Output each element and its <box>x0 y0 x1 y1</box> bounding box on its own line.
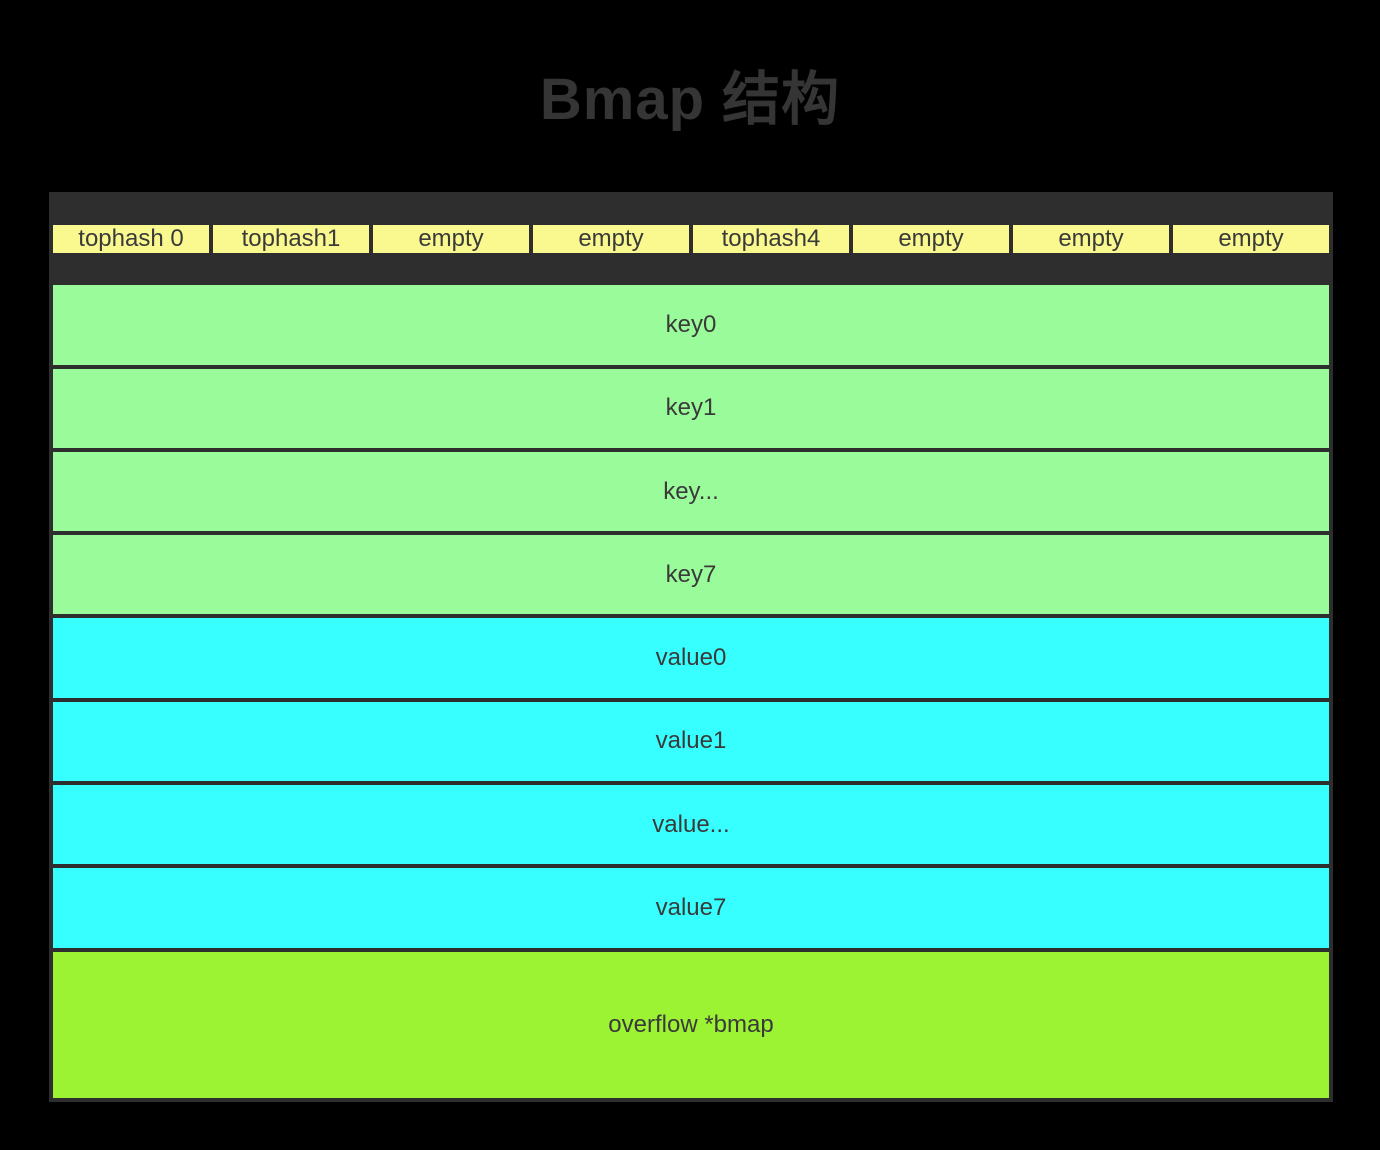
tophash-cell-3: empty <box>533 224 689 253</box>
key-row-0: key0 <box>53 285 1329 365</box>
tophash-cell-0: tophash 0 <box>53 224 209 253</box>
tophash-cell-1: tophash1 <box>213 224 369 253</box>
key-row-7: key7 <box>53 535 1329 615</box>
bmap-structure-diagram: tophash 0 tophash1 empty empty tophash4 … <box>49 192 1333 1102</box>
tophash-row: tophash 0 tophash1 empty empty tophash4 … <box>53 196 1329 281</box>
tophash-cell-4: tophash4 <box>693 224 849 253</box>
overflow-pointer-row: overflow *bmap <box>53 951 1329 1099</box>
value-row-0: value0 <box>53 618 1329 698</box>
diagram-title: Bmap 结构 <box>539 67 841 132</box>
tophash-cell-7: empty <box>1173 224 1329 253</box>
value-row-7: value7 <box>53 868 1329 948</box>
value-row-ellipsis: value... <box>53 784 1329 865</box>
tophash-cell-6: empty <box>1013 224 1169 253</box>
key-row-1: key1 <box>53 368 1329 448</box>
value-row-1: value1 <box>53 701 1329 781</box>
tophash-cell-2: empty <box>373 224 529 253</box>
tophash-cell-5: empty <box>853 224 1009 253</box>
key-row-ellipsis: key... <box>53 451 1329 532</box>
